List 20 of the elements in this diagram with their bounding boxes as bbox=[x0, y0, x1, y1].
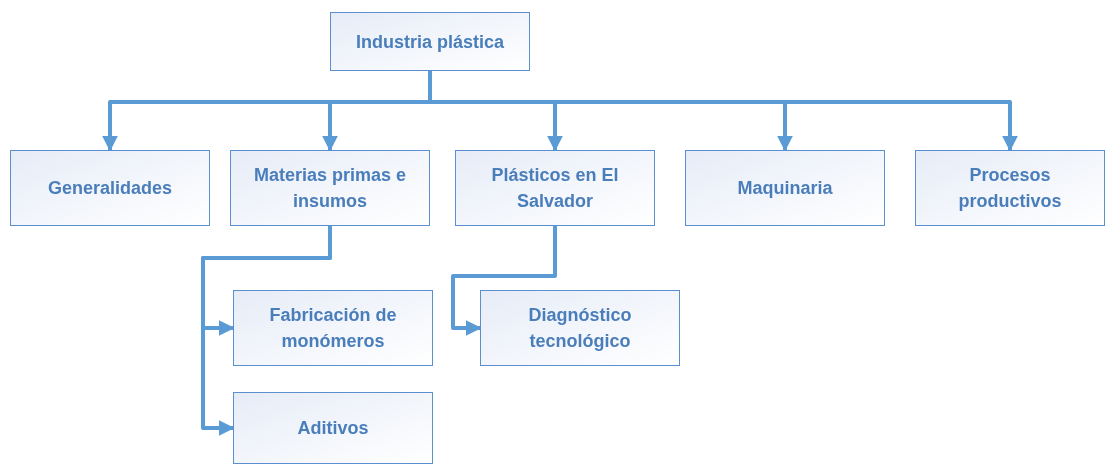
topic-box bbox=[10, 150, 210, 226]
box-label: Plásticos en El Salvador bbox=[490, 164, 620, 213]
topic-box bbox=[330, 12, 530, 71]
topic-box bbox=[480, 290, 680, 366]
topic-box bbox=[915, 150, 1105, 226]
topic-box bbox=[233, 290, 433, 366]
topic-box bbox=[685, 150, 885, 226]
topic-box bbox=[230, 150, 430, 226]
box-label: Maquinaria bbox=[737, 177, 833, 200]
topic-box bbox=[455, 150, 655, 226]
box-label: Aditivos bbox=[297, 417, 369, 440]
connector-arrow bbox=[451, 226, 557, 336]
box-label: Diagnóstico tecnológico bbox=[527, 304, 633, 353]
connector-arrow bbox=[201, 226, 332, 436]
box-label: Procesos productivos bbox=[957, 164, 1063, 213]
topic-box bbox=[233, 392, 433, 464]
box-label: Fabricación de monómeros bbox=[268, 304, 398, 353]
box-label: Generalidades bbox=[47, 177, 173, 200]
box-label: Materias primas e insumos bbox=[252, 164, 408, 213]
box-label: Industria plástica bbox=[355, 30, 504, 54]
